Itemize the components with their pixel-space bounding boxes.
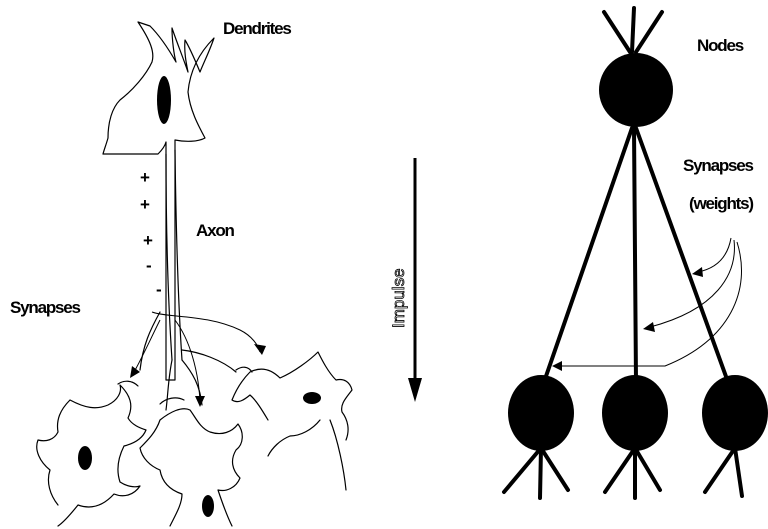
- artificial-network: [504, 8, 768, 498]
- label-axon: Axon: [196, 221, 235, 240]
- label-impulse: Impulse: [389, 268, 408, 328]
- node-bottom-center: [602, 375, 668, 451]
- connection-center: [634, 128, 636, 382]
- nucleus-top: [157, 76, 171, 124]
- biological-neuron: [37, 22, 352, 526]
- label-dendrites: Dendrites: [223, 19, 291, 38]
- node-bottom-right: [702, 375, 768, 451]
- label-weights: (weights): [689, 194, 753, 213]
- impulse-arrow: Impulse: [389, 158, 422, 402]
- charge-5: -: [156, 280, 162, 299]
- charge-2: +: [140, 195, 150, 214]
- cell-body-top: [103, 22, 214, 380]
- label-synapses-left: Synapses: [10, 298, 81, 317]
- axon: [166, 154, 172, 360]
- charge-3: +: [143, 231, 153, 250]
- cell-bottom-center: [140, 409, 242, 526]
- connection-left: [544, 128, 632, 382]
- charge-1: +: [140, 168, 150, 187]
- label-synapses-right: Synapses: [683, 156, 754, 175]
- cell-right: [232, 352, 352, 490]
- axon-charges: + + + - -: [140, 168, 162, 299]
- weight-pointer-1: [698, 238, 731, 272]
- label-nodes: Nodes: [697, 36, 744, 55]
- nucleus-right: [303, 392, 321, 404]
- nucleus-bottom-left: [78, 446, 92, 470]
- axon-terminals: [140, 312, 236, 410]
- charge-4: -: [146, 256, 152, 275]
- node-bottom-left: [508, 375, 574, 451]
- node-top: [599, 53, 673, 127]
- nucleus-bottom-center: [202, 495, 214, 517]
